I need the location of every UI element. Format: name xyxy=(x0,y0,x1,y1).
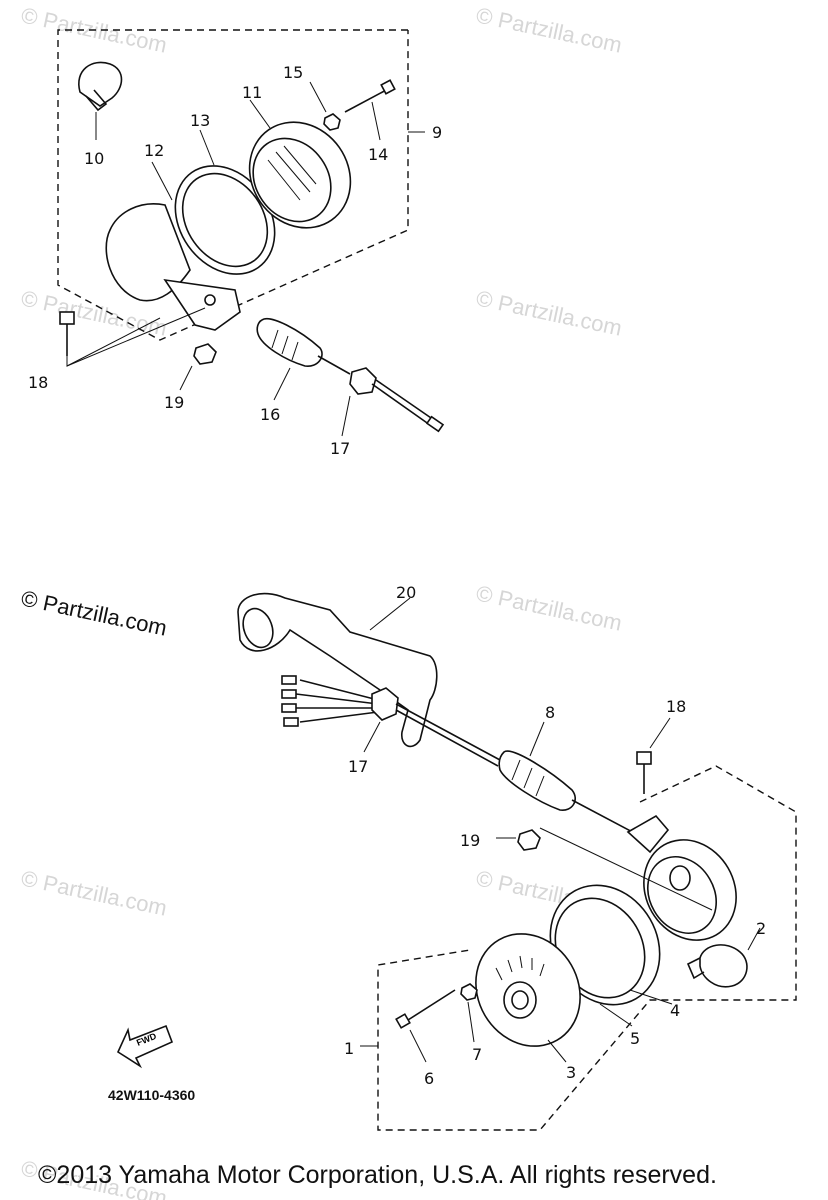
nut-part-19-bottom xyxy=(496,827,713,911)
callout-1: 1 xyxy=(344,1039,354,1058)
screw-part-14 xyxy=(344,79,396,141)
gasket-part-13 xyxy=(174,129,276,275)
rim-part-5 xyxy=(599,1003,633,1027)
nut-part-19 xyxy=(179,343,217,391)
watermark-prominent: © Partzilla.com xyxy=(19,585,169,640)
bolt-part-18 xyxy=(59,307,206,367)
nut-part-7 xyxy=(460,983,478,1043)
diagram-reference-code: 42W110-4360 xyxy=(108,1087,195,1103)
lens-part-12 xyxy=(105,161,191,302)
callout-20: 20 xyxy=(396,583,416,602)
callout-5: 5 xyxy=(630,1029,640,1048)
bulb-part-10 xyxy=(78,61,123,140)
callout-19-bottom: 19 xyxy=(460,831,480,850)
nut-part-15 xyxy=(309,81,341,131)
watermark: © Partzilla.com xyxy=(474,580,624,635)
callout-10: 10 xyxy=(84,149,104,168)
callout-3: 3 xyxy=(566,1063,576,1082)
bulb-part-2 xyxy=(686,927,761,988)
bracket-part-20 xyxy=(237,592,438,748)
assembly-9-boundary xyxy=(57,29,409,341)
lens-part-3 xyxy=(475,933,581,1063)
housing-part xyxy=(626,814,737,941)
callout-2: 2 xyxy=(756,919,766,938)
callout-17-top: 17 xyxy=(330,439,350,458)
callout-14: 14 xyxy=(368,145,388,164)
screw-part-6 xyxy=(395,989,456,1063)
signal-body-part-8 xyxy=(498,721,641,837)
wire-part-17 xyxy=(341,367,445,437)
bolt-part-18-bottom xyxy=(636,717,671,794)
wire-part-17-bottom xyxy=(281,675,501,767)
callout-15: 15 xyxy=(283,63,303,82)
rim-part-11 xyxy=(248,99,352,229)
callout-12: 12 xyxy=(144,141,164,160)
callout-8: 8 xyxy=(545,703,555,722)
callout-17-bottom: 17 xyxy=(348,757,368,776)
signal-body-part-16 xyxy=(163,278,351,401)
watermark: © Partzilla.com xyxy=(474,2,624,57)
callout-16: 16 xyxy=(260,405,280,424)
callout-9: 9 xyxy=(432,123,442,142)
watermark: © Partzilla.com xyxy=(19,865,169,920)
callout-13: 13 xyxy=(190,111,210,130)
copyright-notice: ©2013 Yamaha Motor Corporation, U.S.A. A… xyxy=(38,1161,717,1189)
assembly-1-boundary xyxy=(377,765,797,1131)
callout-6: 6 xyxy=(424,1069,434,1088)
callout-11: 11 xyxy=(242,83,262,102)
callout-18-bottom: 18 xyxy=(666,697,686,716)
callout-7: 7 xyxy=(472,1045,482,1064)
callout-4: 4 xyxy=(670,1001,680,1020)
watermark: © Partzilla.com xyxy=(474,285,624,340)
callout-18-top: 18 xyxy=(28,373,48,392)
callout-19-top: 19 xyxy=(164,393,184,412)
fwd-arrow-icon: FWD xyxy=(116,1024,174,1069)
